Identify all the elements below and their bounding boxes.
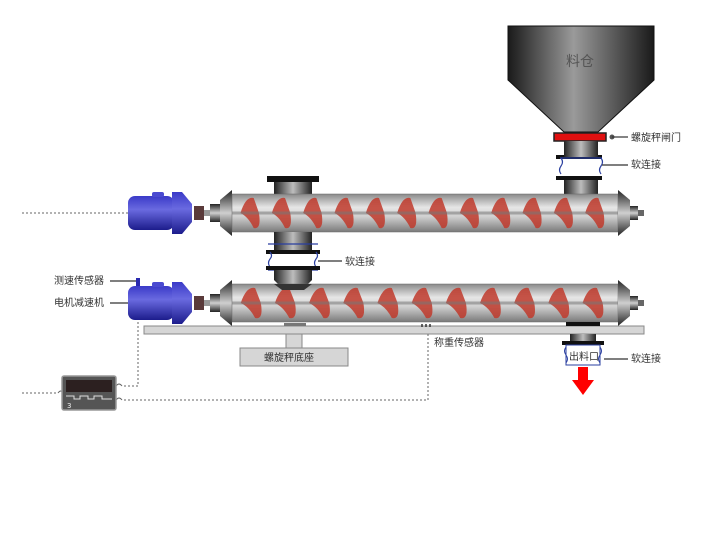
scale-base-label: 螺旋秤底座 — [264, 351, 314, 364]
gate-valve-label: 螺旋秤闸门 — [631, 131, 681, 144]
scale-frame — [143, 323, 645, 349]
lower-motor — [128, 282, 192, 324]
lower-screw-conveyor: 测速传感器 电机减速机 — [54, 274, 644, 326]
soft-joint-top: 软连接 — [556, 149, 661, 196]
gate-valve: 螺旋秤闸门 — [553, 131, 681, 149]
discharge-arrow-icon — [572, 367, 594, 395]
scale-base: 螺旋秤底座 — [239, 347, 349, 367]
upper-motor — [128, 192, 192, 234]
outlet-label: 出料口 — [569, 350, 599, 363]
soft-joint-top-label: 软连接 — [631, 158, 661, 171]
upper-screw-conveyor — [22, 176, 644, 236]
soft-joint-outlet-label: 软连接 — [631, 352, 661, 365]
load-cell-label: 称重传感器 — [434, 336, 484, 349]
load-cell: 称重传感器 — [421, 324, 484, 400]
speed-sensor-label: 测速传感器 — [54, 274, 104, 287]
controller-instrument: 3 — [61, 375, 117, 411]
hopper-label: 料仓 — [566, 54, 594, 70]
soft-joint-middle: 软连接 — [266, 232, 375, 288]
outlet: 出料口 软连接 — [562, 322, 661, 395]
controller-digit: 3 — [67, 402, 71, 410]
hopper: 料仓 — [507, 25, 655, 133]
soft-joint-middle-label: 软连接 — [345, 255, 375, 268]
motor-reducer-label: 电机减速机 — [54, 296, 104, 309]
